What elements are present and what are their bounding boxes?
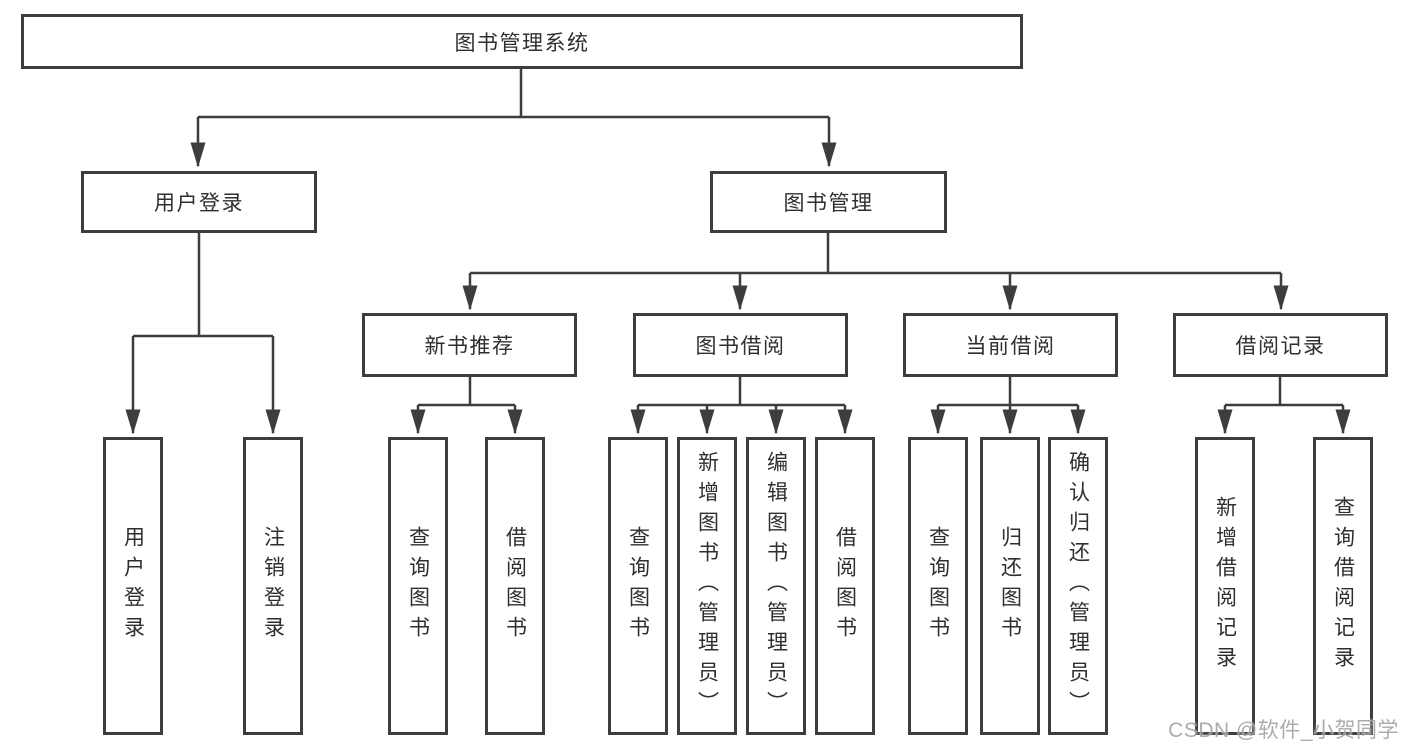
node-book-management: 图书管理 xyxy=(710,171,947,233)
leaf-records-add-borrow-record-label: 新增借阅记录 xyxy=(1213,496,1237,676)
leaf-borrow-borrow-books: 借阅图书 xyxy=(815,437,875,735)
leaf-records-query-borrow-record-label: 查询借阅记录 xyxy=(1331,496,1355,676)
leaf-user-login: 用户登录 xyxy=(103,437,163,735)
leaf-borrow-add-books-admin-label: 新增图书（管理员） xyxy=(695,451,719,721)
node-root-label: 图书管理系统 xyxy=(454,31,590,55)
leaf-borrow-edit-books-admin: 编辑图书（管理员） xyxy=(746,437,806,735)
leaf-borrow-edit-books-admin-label: 编辑图书（管理员） xyxy=(764,451,788,721)
leaf-newbook-borrow-books: 借阅图书 xyxy=(485,437,545,735)
leaf-records-query-borrow-record: 查询借阅记录 xyxy=(1313,437,1373,735)
leaf-logout-login-label: 注销登录 xyxy=(261,526,285,646)
leaf-current-return-books-label: 归还图书 xyxy=(998,526,1022,646)
leaf-newbook-borrow-books-label: 借阅图书 xyxy=(503,526,527,646)
leaf-newbook-query-books: 查询图书 xyxy=(388,437,448,735)
leaf-newbook-query-books-label: 查询图书 xyxy=(406,526,430,646)
leaf-borrow-query-books-label: 查询图书 xyxy=(626,526,650,646)
node-borrow-records: 借阅记录 xyxy=(1173,313,1388,377)
node-borrow-records-label: 借阅记录 xyxy=(1235,335,1326,358)
node-new-book-recommend-label: 新书推荐 xyxy=(424,335,515,358)
leaf-records-add-borrow-record: 新增借阅记录 xyxy=(1195,437,1255,735)
node-root: 图书管理系统 xyxy=(21,14,1023,69)
leaf-current-return-books: 归还图书 xyxy=(980,437,1040,735)
node-user-login-label: 用户登录 xyxy=(154,192,244,215)
node-current-borrow-label: 当前借阅 xyxy=(965,335,1056,358)
node-book-borrow: 图书借阅 xyxy=(633,313,848,377)
node-book-borrow-label: 图书借阅 xyxy=(695,335,786,358)
leaf-current-query-books-label: 查询图书 xyxy=(926,526,950,646)
leaf-borrow-add-books-admin: 新增图书（管理员） xyxy=(677,437,737,735)
leaf-borrow-query-books: 查询图书 xyxy=(608,437,668,735)
leaf-user-login-label: 用户登录 xyxy=(121,526,145,646)
node-new-book-recommend: 新书推荐 xyxy=(362,313,577,377)
node-user-login: 用户登录 xyxy=(81,171,317,233)
leaf-logout-login: 注销登录 xyxy=(243,437,303,735)
node-current-borrow: 当前借阅 xyxy=(903,313,1118,377)
leaf-current-confirm-return-admin-label: 确认归还（管理员） xyxy=(1066,451,1090,721)
leaf-borrow-borrow-books-label: 借阅图书 xyxy=(833,526,857,646)
node-book-management-label: 图书管理 xyxy=(783,192,874,215)
watermark: CSDN @软件_小贺同学 xyxy=(1168,719,1399,742)
leaf-current-confirm-return-admin: 确认归还（管理员） xyxy=(1048,437,1108,735)
leaf-current-query-books: 查询图书 xyxy=(908,437,968,735)
